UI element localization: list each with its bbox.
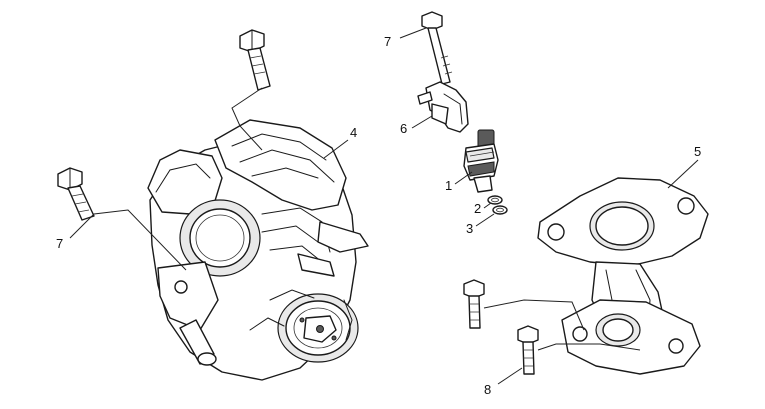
callout-5: 5 — [694, 144, 701, 159]
bolt-7-upper-left — [239, 29, 271, 91]
bolt-8-upper — [463, 279, 485, 329]
leader-lines — [69, 27, 699, 385]
intake-manifold-5 — [537, 177, 709, 375]
bolt-8-lower — [517, 325, 539, 375]
callout-7-top: 7 — [384, 34, 391, 49]
bolt-7-left — [57, 167, 95, 221]
callout-3: 3 — [466, 221, 473, 236]
throttle-body-assembly — [147, 119, 369, 381]
fuel-injector-1 — [463, 129, 499, 193]
callout-7-left: 7 — [56, 236, 63, 251]
injector-bolt-7 — [421, 11, 453, 85]
o-ring-3 — [492, 205, 508, 215]
callout-8: 8 — [484, 382, 491, 397]
callout-4: 4 — [350, 125, 357, 140]
injector-bracket-6 — [417, 81, 469, 133]
callout-1: 1 — [445, 178, 452, 193]
callout-6: 6 — [400, 121, 407, 136]
o-ring-2 — [487, 195, 503, 205]
callout-2: 2 — [474, 201, 481, 216]
